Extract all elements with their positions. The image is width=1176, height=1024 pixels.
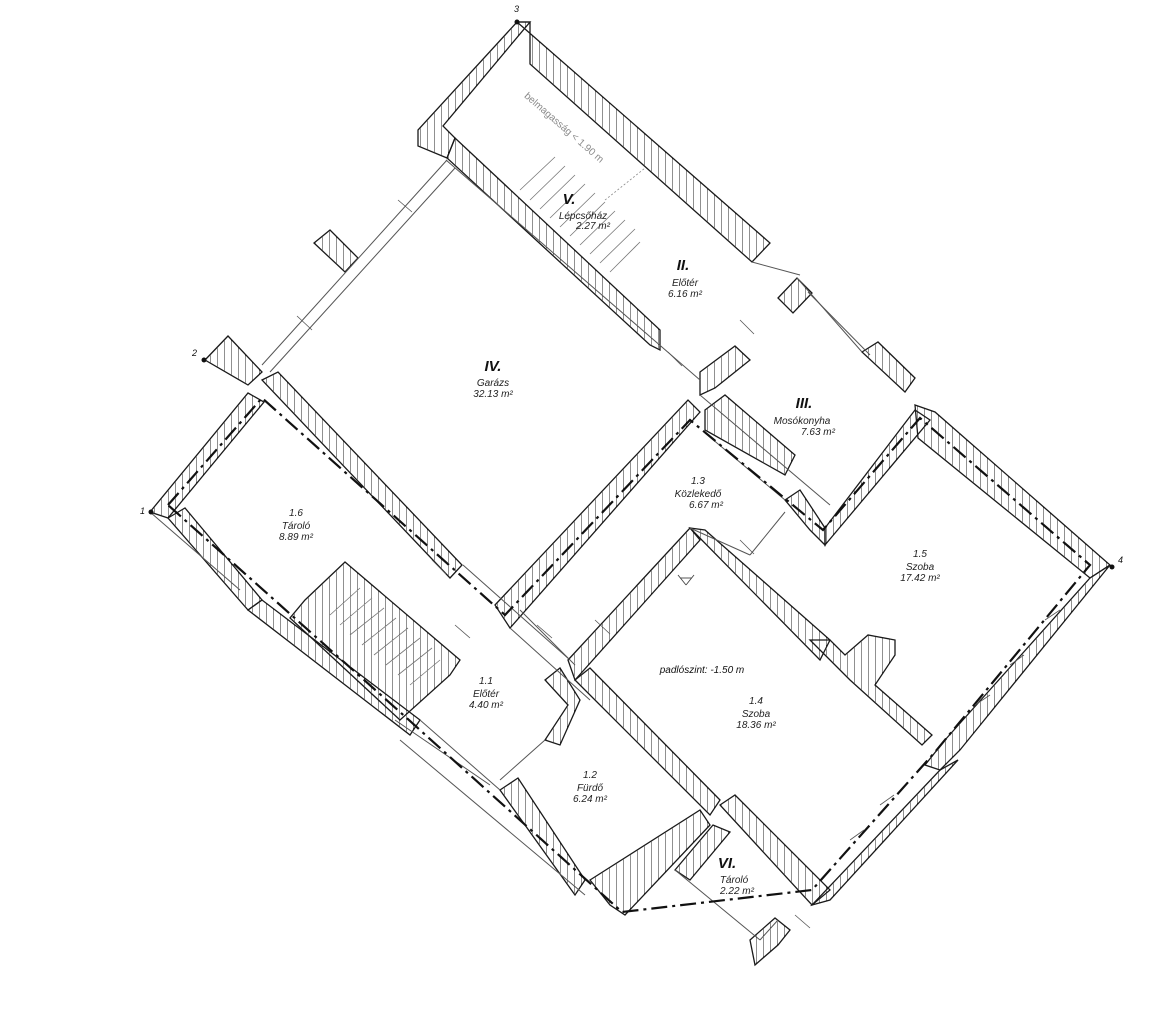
svg-text:32.13 m²: 32.13 m² <box>473 389 513 400</box>
wall-ii-iii <box>699 345 751 397</box>
wall-room14-upper <box>567 527 701 682</box>
wall-room14-lower-left <box>574 667 721 817</box>
wall-iii-right <box>824 409 931 547</box>
room-label-vi: VI. Tároló 2.22 m² <box>718 855 755 897</box>
room-label-v: V. Lépcsőház 2.27 m² <box>559 191 611 232</box>
room-label-1-4: 1.4 Szoba 18.36 m² <box>736 696 776 731</box>
svg-text:III.: III. <box>796 395 813 412</box>
room-label-1-6: 1.6 Tároló 8.89 m² <box>279 508 314 543</box>
wall-storage-vi <box>674 824 732 881</box>
wall-left-outer <box>148 392 265 519</box>
wall-room14-right <box>688 527 831 662</box>
wall-stair-upper-right <box>515 21 771 263</box>
wall-right-lower <box>923 564 1111 771</box>
svg-text:IV.: IV. <box>485 358 502 375</box>
svg-text:8.89 m²: 8.89 m² <box>279 532 314 543</box>
room-label-1-5: 1.5 Szoba 17.42 m² <box>900 549 940 584</box>
svg-text:Előtér: Előtér <box>672 278 699 289</box>
svg-text:6.67 m²: 6.67 m² <box>689 500 724 511</box>
wall-stair-block <box>289 561 461 721</box>
corner-point-1-marker <box>148 509 154 515</box>
section-line <box>167 396 1092 914</box>
wall-storage-vi-bottom <box>749 917 791 967</box>
svg-text:1.3: 1.3 <box>691 476 705 487</box>
corner-point-4-marker <box>1109 564 1115 570</box>
svg-text:6.24 m²: 6.24 m² <box>573 794 608 805</box>
room-label-iii: III. Mosókonyha 7.63 m² <box>774 395 836 438</box>
svg-text:II.: II. <box>677 257 690 274</box>
svg-text:2.22 m²: 2.22 m² <box>719 886 755 897</box>
corner-point-4: 4 <box>1118 555 1123 565</box>
svg-text:Szoba: Szoba <box>906 562 935 573</box>
wall-room15-lower <box>808 634 933 746</box>
svg-text:2.27 m²: 2.27 m² <box>575 221 611 232</box>
wall-storage-16-bottom <box>166 507 263 611</box>
wall-bath-upper <box>543 667 581 746</box>
wall-right-bottom <box>809 759 959 907</box>
walls <box>148 21 1112 967</box>
ceiling-height-line <box>604 167 646 201</box>
thin-lines <box>149 159 871 941</box>
svg-text:1.6: 1.6 <box>289 508 303 519</box>
svg-text:1.1: 1.1 <box>479 676 493 687</box>
corner-point-2-marker <box>201 357 207 363</box>
svg-text:Mosókonyha: Mosókonyha <box>774 416 831 427</box>
corner-point-2: 2 <box>191 348 197 358</box>
room-label-1-3: 1.3 Közlekedő 6.67 m² <box>675 476 724 511</box>
svg-text:17.42 m²: 17.42 m² <box>900 573 940 584</box>
room-label-1-1: 1.1 Előtér 4.40 m² <box>469 676 504 711</box>
svg-text:Előtér: Előtér <box>473 689 500 700</box>
svg-text:1.2: 1.2 <box>583 770 597 781</box>
wall-pillar-upper <box>777 277 813 314</box>
door-ticks <box>296 199 1061 929</box>
floor-level-note: padlószint: -1.50 m <box>659 665 745 676</box>
floor-drain-icon <box>677 574 695 586</box>
svg-text:Tároló: Tároló <box>720 875 749 886</box>
corner-point-1: 1 <box>140 506 145 516</box>
svg-text:Lépcsőház: Lépcsőház <box>559 211 607 222</box>
svg-text:4.40 m²: 4.40 m² <box>469 700 504 711</box>
svg-text:Szoba: Szoba <box>742 709 771 720</box>
svg-text:1.4: 1.4 <box>749 696 763 707</box>
svg-text:18.36 m²: 18.36 m² <box>736 720 776 731</box>
stair-treads-lower <box>329 587 441 686</box>
wall-bath-bottom <box>589 809 711 916</box>
corner-points <box>148 19 1115 570</box>
room-label-iv: IV. Garázs 32.13 m² <box>473 358 513 400</box>
svg-text:7.63 m²: 7.63 m² <box>801 427 836 438</box>
corner-point-3: 3 <box>514 4 519 14</box>
svg-text:V.: V. <box>563 191 576 208</box>
wall-right-long <box>914 404 1112 579</box>
wall-stair-upper-left <box>417 21 532 159</box>
svg-text:Tároló: Tároló <box>282 521 311 532</box>
svg-text:Garázs: Garázs <box>477 378 509 389</box>
wall-right-upper <box>860 341 916 393</box>
wall-iii-left <box>704 394 796 476</box>
stair-treads-upper <box>519 156 641 273</box>
svg-text:VI.: VI. <box>718 855 736 872</box>
wall-stair-lower <box>446 136 661 352</box>
svg-text:6.16 m²: 6.16 m² <box>668 289 703 300</box>
wall-iii-bottom <box>784 489 826 547</box>
svg-text:Közlekedő: Közlekedő <box>675 489 722 500</box>
corner-point-3-marker <box>514 19 520 25</box>
room-label-ii: II. Előtér 6.16 m² <box>668 257 703 300</box>
wall-left-top <box>203 335 263 386</box>
svg-text:1.5: 1.5 <box>913 549 927 560</box>
wall-garage-bottom <box>260 371 463 579</box>
room-label-1-2: 1.2 Fürdő 6.24 m² <box>573 770 608 805</box>
svg-text:Fürdő: Fürdő <box>577 783 604 794</box>
